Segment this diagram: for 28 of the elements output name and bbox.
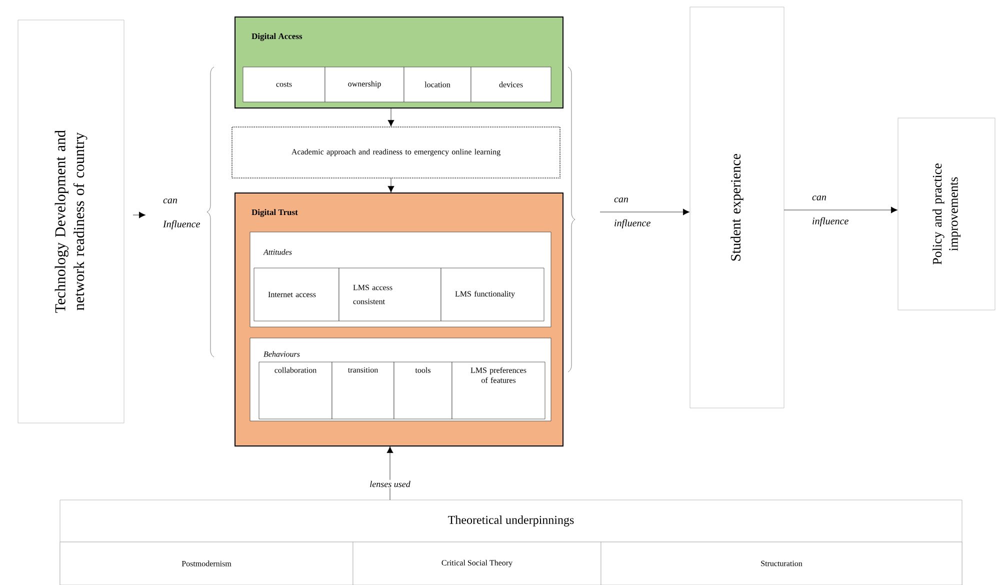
arrow (132, 212, 146, 218)
concept-box: Policy and practice improvements (898, 118, 996, 310)
process-box: Academic approach and readiness to emergency online learning (232, 126, 560, 178)
arrow (600, 208, 690, 216)
table-cell: location (404, 66, 472, 102)
table-cell: ownership (324, 66, 404, 102)
table-cell: costs (242, 66, 326, 102)
table-cell: Internet access (254, 268, 340, 322)
edge-label: can influence (812, 196, 848, 226)
edge-label: can influence (614, 198, 650, 228)
table-cell: collaboration (258, 362, 332, 420)
table-cell: transition (332, 362, 394, 420)
arrow (784, 206, 898, 214)
table-cell: Critical Social Theory (352, 542, 602, 585)
concept-box: Technology Development and network readiness of country (18, 20, 124, 424)
arrow (388, 108, 394, 127)
table-cell: devices (470, 66, 552, 102)
table-cell: Structuration (600, 542, 962, 585)
concept-box: Student experience (690, 6, 784, 408)
arrow (386, 446, 394, 500)
table-cell: LMS access consistent (338, 268, 442, 322)
edge-label: can Influence (162, 198, 200, 230)
table-cell: LMS functionality (440, 268, 544, 322)
edge-label: lenses used (368, 480, 412, 488)
table-cell: tools (394, 362, 452, 420)
table-cell: LMS preferences of features (452, 362, 546, 420)
arrow (388, 178, 394, 193)
table-cell: Postmodernism (60, 542, 354, 585)
